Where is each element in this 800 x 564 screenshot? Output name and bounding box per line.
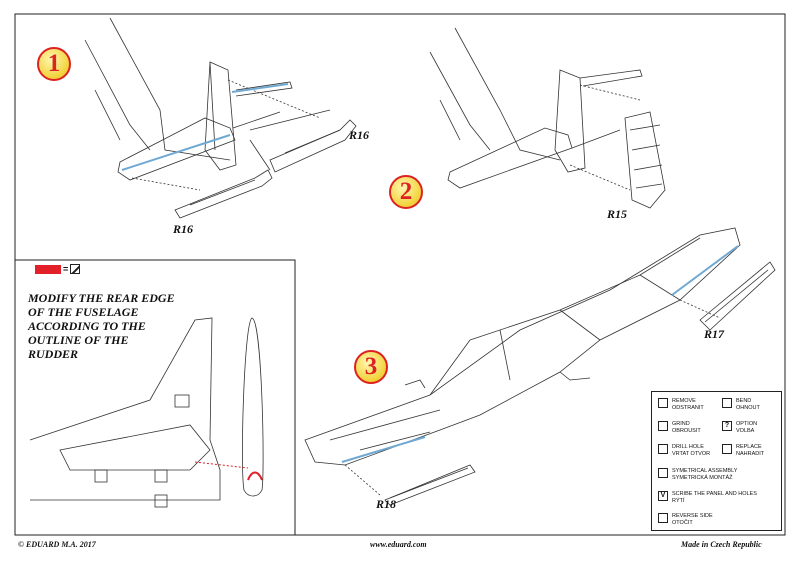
sheet-border — [14, 13, 786, 536]
legend-text: SCRIBE THE PANEL AND HOLES RÝTÍ — [672, 491, 757, 504]
fuselage-side-view — [29, 317, 264, 508]
footer-origin: Made in Czech Republic — [681, 540, 762, 549]
footer-copyright: © EDUARD M.A. 2017 — [18, 540, 96, 549]
legend-text: REPLACE NAHRADIT — [736, 444, 765, 457]
step2-rudder-drawing — [429, 27, 666, 209]
red-guide-line — [194, 461, 249, 469]
color-key: = — [35, 264, 81, 274]
scribe-icon: V — [658, 491, 668, 501]
step1-blue-edge — [121, 134, 231, 171]
option-icon: ? — [722, 421, 732, 431]
symbol-legend: REMOVE ODSTRANIT BEND OHNOUT GRIND OBROU… — [651, 391, 782, 531]
remove-icon — [70, 264, 81, 274]
step-badge-2: 2 — [389, 175, 423, 209]
legend-item-remove: REMOVE ODSTRANIT — [658, 398, 704, 411]
equals-sign: = — [63, 264, 69, 274]
part-label-r18: R18 — [376, 497, 397, 511]
note-panel-border — [15, 259, 296, 535]
red-color-swatch — [35, 264, 61, 274]
legend-item-bend: BEND OHNOUT — [722, 398, 760, 411]
step-badge-3: 3 — [354, 350, 388, 384]
part-label-r15: R15 — [607, 207, 628, 221]
legend-text: DRILL HOLE VRTAT OTVOR — [672, 444, 711, 457]
part-label-r17: R17 — [704, 327, 725, 341]
legend-item-option: ? OPTION VOLBA — [722, 421, 757, 434]
step1-blue-edge-top — [231, 83, 289, 93]
legend-item-replace: REPLACE NAHRADIT — [722, 444, 764, 457]
step3-blue-edge-left — [341, 436, 426, 463]
legend-text: OPTION VOLBA — [736, 421, 758, 434]
legend-item-scribe: V SCRIBE THE PANEL AND HOLES RÝTÍ — [658, 491, 757, 504]
reverse-side-icon — [658, 513, 668, 523]
rudder-red-edge — [247, 471, 263, 481]
grind-icon — [658, 421, 668, 431]
legend-text: REVERSE SIDE OTOČIT — [672, 513, 713, 526]
footer-website: www.eduard.com — [370, 540, 427, 549]
symetrical-assembly-icon — [658, 468, 668, 478]
legend-text: REMOVE ODSTRANIT — [672, 398, 704, 411]
legend-text: BEND OHNOUT — [736, 398, 760, 411]
step-number: 3 — [364, 353, 378, 380]
part-label-r16-bottom: R16 — [173, 222, 194, 236]
legend-item-symetrical-assembly: SYMETRICAL ASSEMBLY SYMETRICKÁ MONTÁŽ — [658, 468, 737, 481]
part-label-r16-right: R16 — [349, 128, 370, 142]
step3-blue-edge-right — [671, 245, 739, 296]
legend-item-reverse-side: REVERSE SIDE OTOČIT — [658, 513, 713, 526]
modify-note: MODIFY THE REAR EDGE OF THE FUSELAGE ACC… — [28, 291, 175, 361]
step1-tail-drawing — [84, 17, 357, 219]
legend-item-drill-hole: DRILL HOLE VRTAT OTVOR — [658, 444, 710, 457]
bend-icon — [722, 398, 732, 408]
legend-text: GRIND OBROUSIT — [672, 421, 701, 434]
replace-icon — [722, 444, 732, 454]
legend-text: SYMETRICAL ASSEMBLY SYMETRICKÁ MONTÁŽ — [672, 468, 738, 481]
drill-hole-icon — [658, 444, 668, 454]
legend-item-grind: GRIND OBROUSIT — [658, 421, 701, 434]
step-number: 2 — [399, 178, 413, 205]
step-number: 1 — [47, 50, 61, 77]
step3-wing-drawing — [304, 227, 776, 506]
remove-icon — [658, 398, 668, 408]
step-badge-1: 1 — [37, 47, 71, 81]
